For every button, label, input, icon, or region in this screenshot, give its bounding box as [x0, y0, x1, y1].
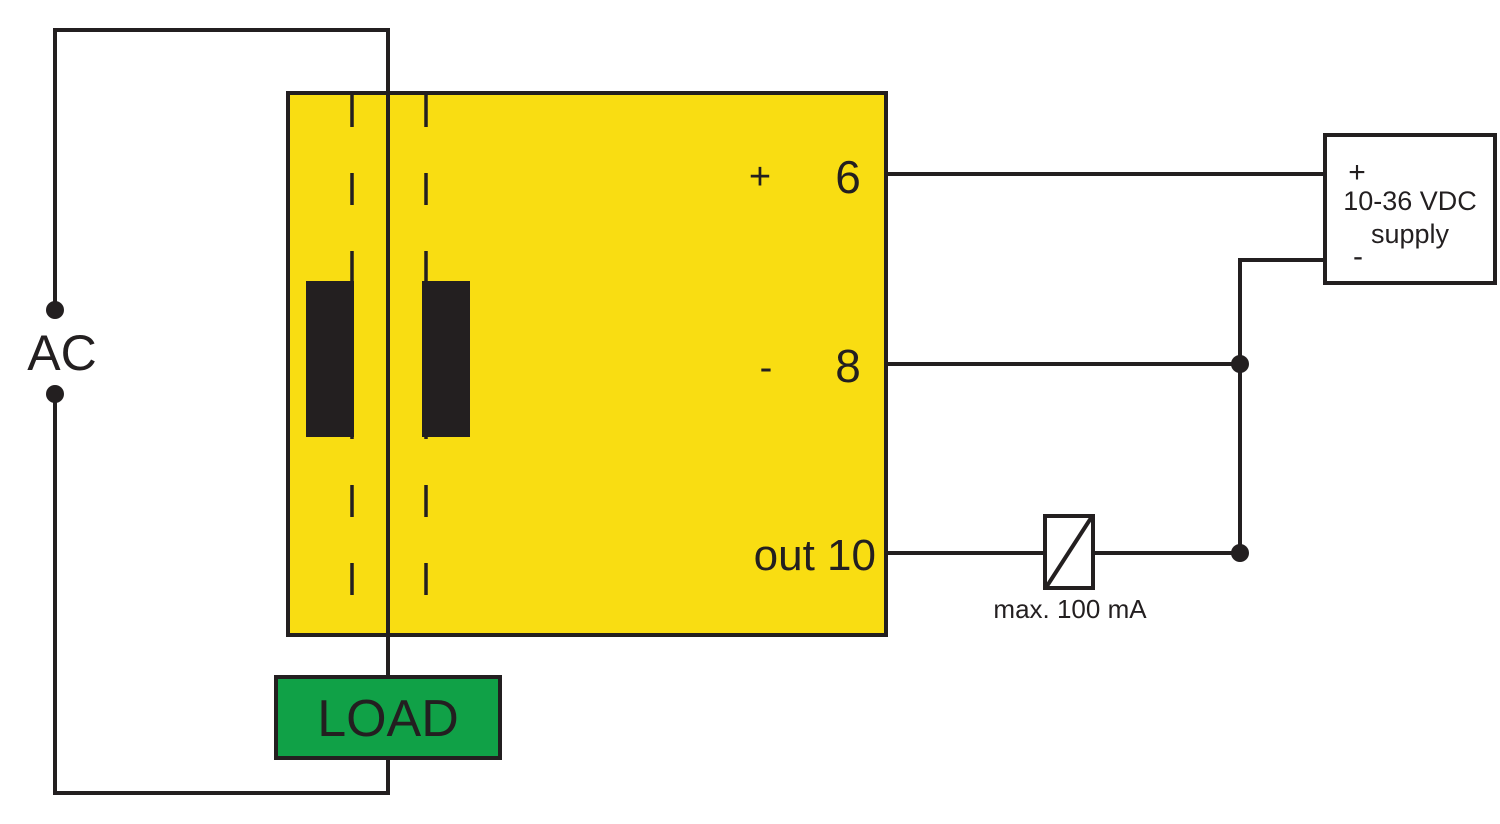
dc-supply-box — [1323, 133, 1497, 285]
supply-minus-sign: - — [1353, 240, 1363, 273]
load-label: LOAD — [317, 690, 459, 748]
terminal-minus-sign: - — [760, 347, 773, 389]
sensor-core-right — [422, 281, 470, 437]
terminal-8-number: 8 — [835, 340, 861, 392]
wire-supply-minus — [1238, 258, 1325, 553]
load-box — [274, 675, 502, 760]
ac-label: AC — [27, 325, 96, 381]
supply-word-label: supply — [1371, 219, 1450, 249]
ac-terminal-bottom — [46, 385, 64, 403]
terminal-6-number: 6 — [835, 151, 861, 203]
ac-loop-wire — [53, 28, 390, 676]
relay-coil-diagonal — [1045, 516, 1093, 588]
sensor-core-left — [306, 281, 354, 437]
relay-rating-label: max. 100 mA — [993, 594, 1147, 624]
terminal-plus-sign: + — [749, 156, 771, 198]
supply-voltage-label: 10-36 VDC — [1343, 186, 1477, 216]
ac-return-wire — [53, 394, 390, 795]
junction-dot-lower — [1231, 544, 1249, 562]
terminal-out-10: out 10 — [754, 531, 876, 580]
ac-terminal-top — [46, 301, 64, 319]
junction-dot-upper — [1231, 355, 1249, 373]
supply-plus-sign: + — [1348, 156, 1366, 189]
